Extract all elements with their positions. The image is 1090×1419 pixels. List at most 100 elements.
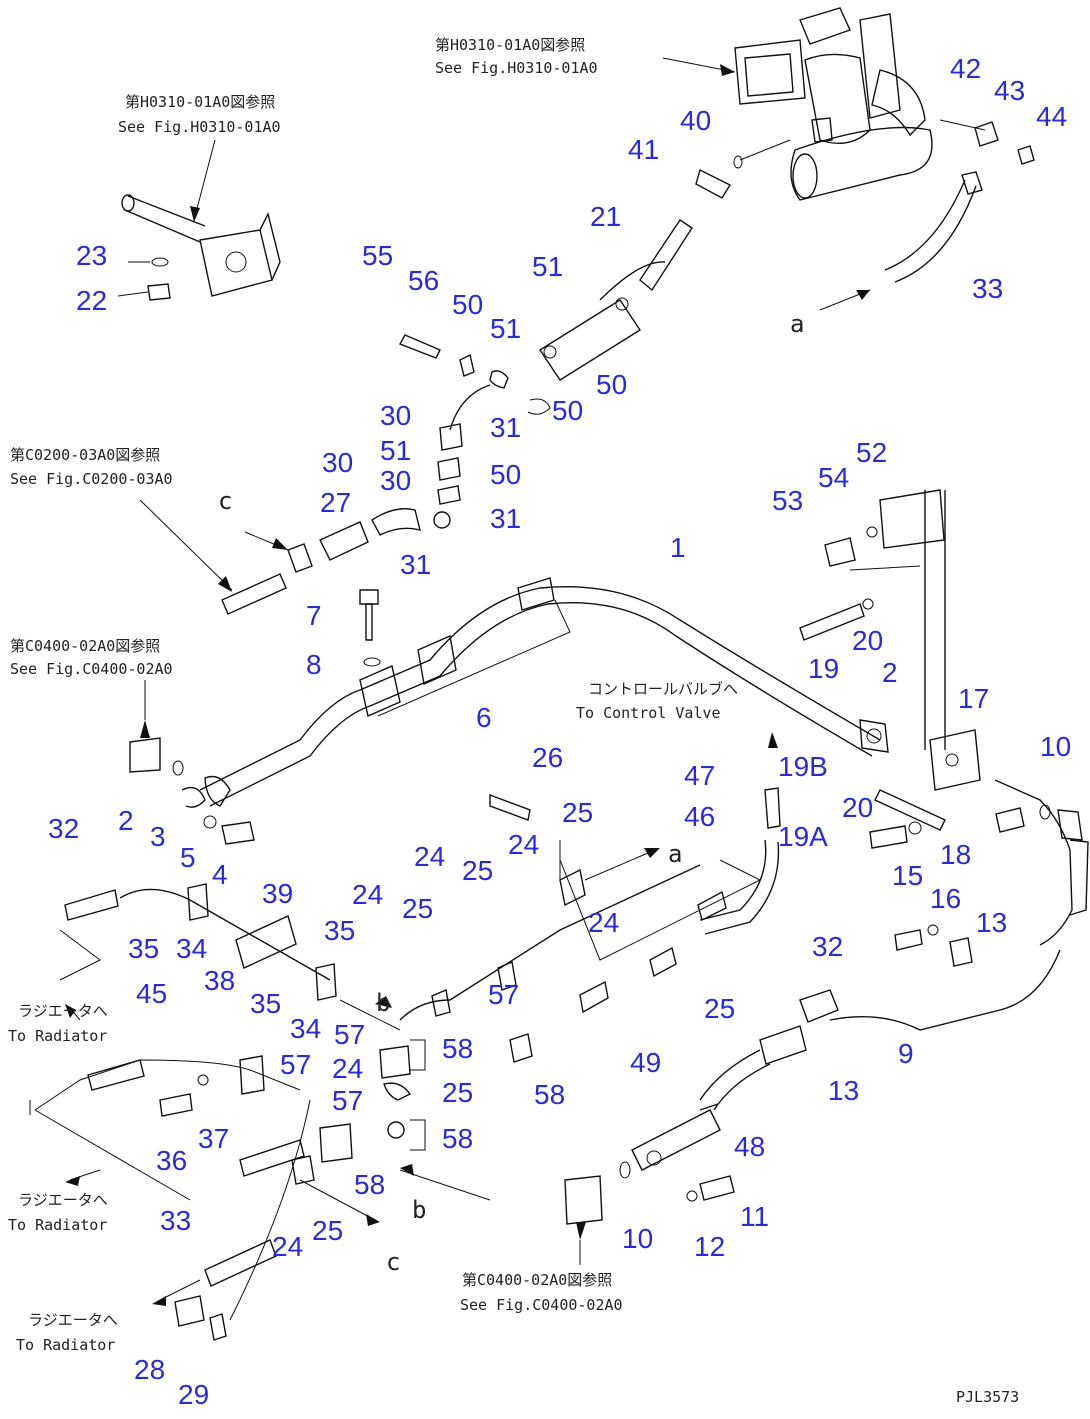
part-number-label: 58 xyxy=(354,1169,385,1200)
part-number-label: 12 xyxy=(694,1231,725,1262)
part-number-label: 44 xyxy=(1036,101,1067,132)
part-number-label: 29 xyxy=(178,1379,209,1410)
exhaust-manifold-part xyxy=(734,7,933,201)
part-number-label: 35 xyxy=(324,915,355,946)
part-number-label: 6 xyxy=(476,702,492,733)
note-ref-line1: 第H0310-01A0図参照 xyxy=(125,93,275,111)
note-destination-line2: To Radiator xyxy=(8,1216,107,1234)
part-number-label: 50 xyxy=(490,459,521,490)
figure-code: PJL3573 xyxy=(956,1388,1019,1406)
part-number-label: 4 xyxy=(212,859,228,890)
part-number-label: 19B xyxy=(778,751,828,782)
part-number-label: 58 xyxy=(442,1123,473,1154)
part-number-label: 31 xyxy=(490,503,521,534)
part-number-label: 28 xyxy=(134,1354,165,1385)
note-destination-line2: To Radiator xyxy=(8,1027,107,1045)
part-number-label: 57 xyxy=(488,979,519,1010)
part-number-label: 58 xyxy=(442,1033,473,1064)
main-pipe-part xyxy=(199,585,881,791)
part-number-label: 51 xyxy=(380,435,411,466)
part-number-label: 2 xyxy=(118,805,134,836)
part-number-label: 5 xyxy=(180,842,196,873)
part-number-label: 33 xyxy=(160,1205,191,1236)
part-number-label: 42 xyxy=(950,53,981,84)
part-number-label: 11 xyxy=(740,1201,769,1232)
note-ref-line2: See Fig.C0200-03A0 xyxy=(10,470,173,488)
part-number-label: 48 xyxy=(734,1131,765,1162)
part-number-label: 33 xyxy=(972,273,1003,304)
arrow-head xyxy=(190,206,200,222)
part-number-label: 24 xyxy=(414,841,445,872)
part-number-label: 10 xyxy=(622,1223,653,1254)
note-ref-line1: 第C0400-02A0図参照 xyxy=(462,1271,612,1289)
note-ref-line1: 第C0200-03A0図参照 xyxy=(10,446,160,464)
part-number-label: 32 xyxy=(812,931,843,962)
view-letter: b xyxy=(412,1196,426,1224)
part-number-label: 30 xyxy=(322,447,353,478)
part-number-label: 46 xyxy=(684,801,715,832)
leader-line xyxy=(117,291,149,297)
view-letter: a xyxy=(668,840,682,868)
part-number-label: 52 xyxy=(856,437,887,468)
plug-part xyxy=(147,283,171,301)
part-number-label: 30 xyxy=(380,400,411,431)
part-number-label: 22 xyxy=(76,285,107,316)
part-number-label: 24 xyxy=(508,829,539,860)
part-number-label: 26 xyxy=(532,742,563,773)
part-number-label: 36 xyxy=(156,1145,187,1176)
part-number-label: 24 xyxy=(332,1053,363,1084)
part-number-label: 32 xyxy=(48,813,79,844)
part-number-label: 50 xyxy=(552,395,583,426)
part-number-label: 24 xyxy=(272,1231,303,1262)
part-number-label: 10 xyxy=(1040,731,1071,762)
note-ref-line2: See Fig.C0400-02A0 xyxy=(10,660,173,678)
leader-line xyxy=(739,139,791,161)
part-number-label: 30 xyxy=(380,465,411,496)
part-number-label: 8 xyxy=(306,649,322,680)
arrow-head xyxy=(720,64,735,76)
leader-line xyxy=(193,139,216,221)
part-number-label: 45 xyxy=(136,978,167,1009)
part-number-label: 1 xyxy=(670,532,686,563)
part-number-label: 25 xyxy=(442,1077,473,1108)
part-number-label: 19A xyxy=(778,821,828,852)
clamp-part xyxy=(539,299,641,381)
part-number-label: 34 xyxy=(176,933,207,964)
part-number-label: 39 xyxy=(262,878,293,909)
part-number-label: 43 xyxy=(994,75,1025,106)
part-number-label: 55 xyxy=(362,240,393,271)
part-number-labels: 42 43 44 40 41 21 33 23 22 55 56 50 51 5… xyxy=(48,53,1071,1410)
fitting-part xyxy=(695,168,731,199)
part-number-label: 3 xyxy=(150,821,166,852)
part-number-label: 13 xyxy=(976,907,1007,938)
part-number-label: 9 xyxy=(898,1038,914,1069)
part-number-label: 56 xyxy=(408,265,439,296)
part-number-label: 58 xyxy=(534,1079,565,1110)
part-number-label: 57 xyxy=(280,1049,311,1080)
part-number-label: 34 xyxy=(290,1013,321,1044)
part-number-label: 51 xyxy=(532,251,563,282)
part-number-label: 18 xyxy=(940,839,971,870)
note-destination-line2: To Control Valve xyxy=(576,704,721,722)
note-destination-line1: コントロールバルブへ xyxy=(588,680,738,698)
view-letter: b xyxy=(376,989,390,1017)
bracket-part xyxy=(879,489,945,549)
part-number-label: 40 xyxy=(680,105,711,136)
part-number-label: 25 xyxy=(312,1215,343,1246)
note-destination-line1: ラジエータへ xyxy=(18,1191,108,1209)
hose-part xyxy=(884,179,966,271)
note-ref-line2: See Fig.H0310-01A0 xyxy=(435,59,598,77)
part-number-label: 25 xyxy=(462,855,493,886)
part-number-label: 41 xyxy=(628,134,659,165)
note-destination-line1: ラジエータへ xyxy=(28,1311,118,1329)
part-number-label: 53 xyxy=(772,485,803,516)
part-number-label: 19 xyxy=(808,653,839,684)
part-number-label: 51 xyxy=(490,313,521,344)
note-ref-line2: See Fig.H0310-01A0 xyxy=(118,118,281,136)
o-ring-part xyxy=(151,257,169,267)
part-number-label: 31 xyxy=(490,412,521,443)
part-number-label: 7 xyxy=(306,600,322,631)
note-destination-line1: ラジエータへ xyxy=(18,1002,108,1020)
